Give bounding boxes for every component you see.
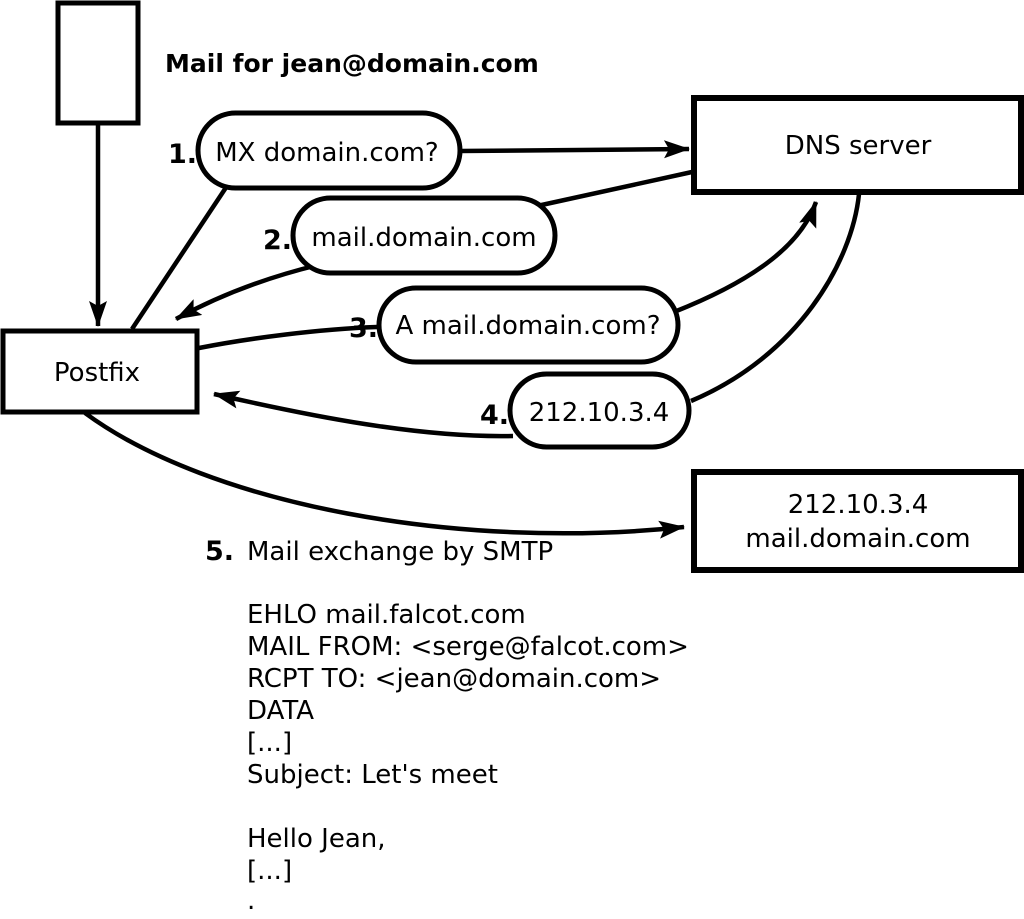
- line-postfix-to-pill1: [130, 184, 229, 331]
- step1-number: 1.: [168, 139, 197, 170]
- smtp-line: DATA: [247, 696, 314, 726]
- smtp-line: [...]: [247, 728, 292, 758]
- arrow-postfix-to-mailserver: [83, 411, 685, 539]
- step2-number: 2.: [263, 225, 292, 256]
- mail-server-box: [691, 469, 1024, 573]
- dns-server-label: DNS server: [785, 131, 932, 161]
- dns-server-box: [691, 95, 1024, 195]
- pill-a-answer: [507, 371, 692, 450]
- smtp-line: EHLO mail.falcot.com: [247, 600, 526, 630]
- smtp-line: RCPT TO: <jean@domain.com>: [247, 664, 661, 694]
- postfix-label: Postfix: [54, 358, 140, 388]
- pill-mx-query: [195, 110, 463, 191]
- pill-mx-answer: [290, 195, 558, 276]
- smtp-line: MAIL FROM: <serge@falcot.com>: [247, 632, 689, 662]
- line-dns-to-pill4: [690, 193, 862, 404]
- diagram-caption: Mail for jean@domain.com: [165, 49, 539, 78]
- step5-number: 5.: [205, 536, 234, 567]
- smtp-line: Hello Jean,: [247, 824, 386, 854]
- postfix-box: [0, 328, 200, 415]
- pill-a-query-label: A mail.domain.com?: [396, 311, 661, 341]
- smtp-session-transcript: EHLO mail.falcot.com MAIL FROM: <serge@f…: [247, 600, 689, 916]
- pill-mx-answer-label: mail.domain.com: [311, 223, 536, 253]
- arrow-pill4-to-postfix: [213, 390, 514, 439]
- mail-server-hostname: mail.domain.com: [745, 524, 970, 554]
- arrow-pill3-to-dns: [673, 201, 819, 315]
- arrow-pill2-to-postfix: [174, 262, 319, 321]
- pill-a-answer-label: 212.10.3.4: [529, 398, 670, 428]
- step5-label: Mail exchange by SMTP: [247, 537, 553, 567]
- step4-number: 4.: [480, 400, 509, 431]
- arrow-pill1-to-dns: [459, 140, 690, 159]
- smtp-line: [...]: [247, 856, 292, 886]
- step3-number: 3.: [349, 313, 378, 344]
- envelope-box: [55, 0, 141, 126]
- smtp-line: .: [247, 886, 255, 916]
- smtp-line: Subject: Let's meet: [247, 760, 498, 790]
- line-postfix-to-pill3: [198, 324, 378, 351]
- mail-server-ip: 212.10.3.4: [788, 490, 929, 520]
- pill-a-query: [376, 285, 681, 365]
- line-dns-to-pill2: [536, 169, 693, 209]
- pill-mx-query-label: MX domain.com?: [215, 138, 438, 168]
